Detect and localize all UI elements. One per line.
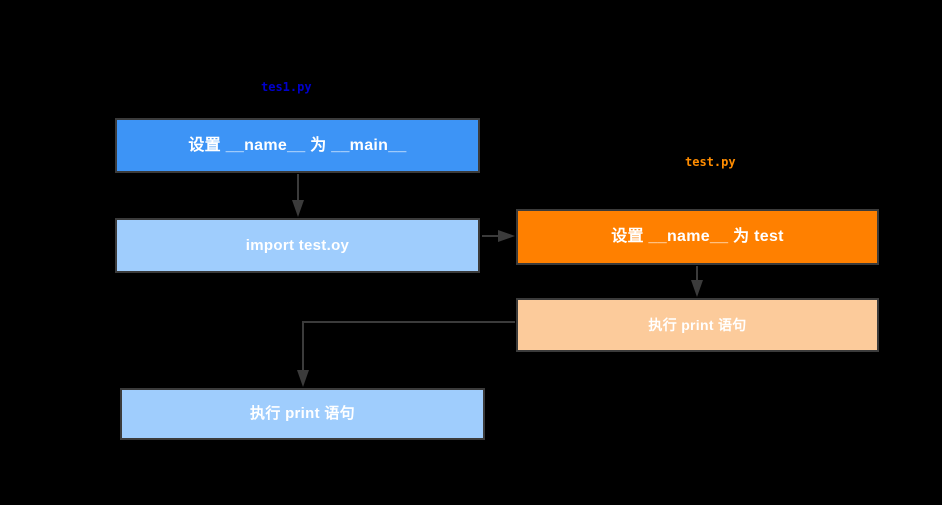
edge-print-test-to-print-main [297, 321, 515, 387]
node-import-test[interactable]: import test.oy [115, 218, 480, 273]
node-print-statement-test-label: 执行 print 语句 [648, 316, 747, 333]
node-print-statement-main-label: 执行 print 语句 [250, 405, 355, 422]
edge-set-test-to-print-test [691, 266, 703, 297]
file-label-test: test.py [685, 155, 736, 169]
node-print-statement-main[interactable]: 执行 print 语句 [120, 388, 485, 440]
node-set-name-main[interactable]: 设置 __name__ 为 __main__ [115, 118, 480, 173]
file-label-tes1: tes1.py [261, 80, 312, 94]
node-set-name-main-label: 设置 __name__ 为 __main__ [188, 136, 407, 154]
node-import-test-label: import test.oy [245, 236, 350, 254]
node-print-statement-test[interactable]: 执行 print 语句 [516, 298, 879, 352]
edge-import-to-set-test [482, 230, 515, 242]
node-set-name-test[interactable]: 设置 __name__ 为 test [516, 209, 879, 265]
edge-set-main-to-import [292, 174, 304, 217]
node-set-name-test-label: 设置 __name__ 为 test [611, 228, 784, 246]
